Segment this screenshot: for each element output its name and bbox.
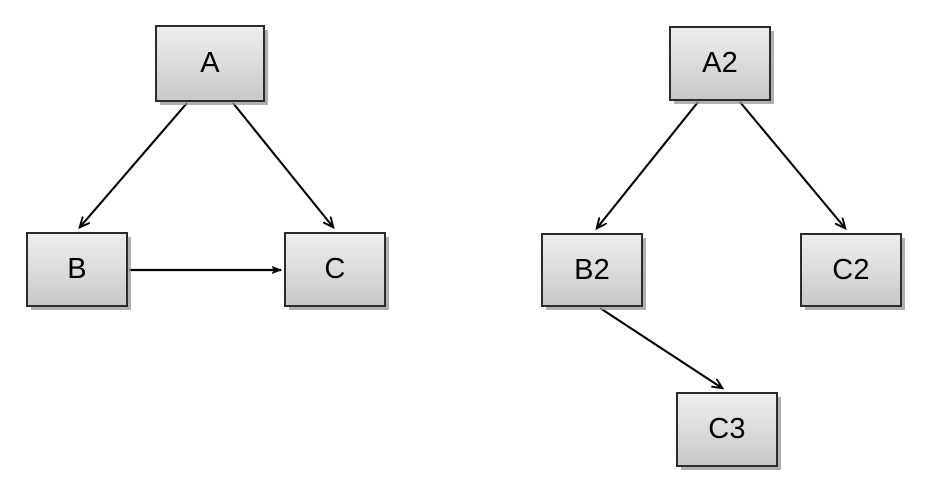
node-C3[interactable]: C3: [676, 392, 778, 467]
edge-A-to-C: [232, 102, 333, 227]
node-B[interactable]: B: [26, 232, 128, 307]
node-B2[interactable]: B2: [541, 233, 643, 307]
edge-A2-to-C2: [739, 101, 845, 228]
node-C[interactable]: C: [284, 232, 386, 307]
node-A[interactable]: A: [155, 25, 265, 102]
node-A2-label: A2: [702, 47, 738, 79]
node-B-label: B: [67, 253, 87, 285]
edge-B2-to-C3: [599, 307, 722, 388]
node-B2-label: B2: [574, 253, 610, 286]
node-A-label: A: [200, 47, 220, 79]
node-C-label: C: [324, 253, 346, 285]
node-C3-label: C3: [708, 413, 746, 445]
edge-A-to-B: [80, 102, 188, 227]
node-C2-label: C2: [832, 253, 870, 286]
node-A2[interactable]: A2: [669, 26, 771, 101]
edge-A2-to-B2: [597, 101, 699, 228]
node-C2[interactable]: C2: [800, 233, 902, 307]
